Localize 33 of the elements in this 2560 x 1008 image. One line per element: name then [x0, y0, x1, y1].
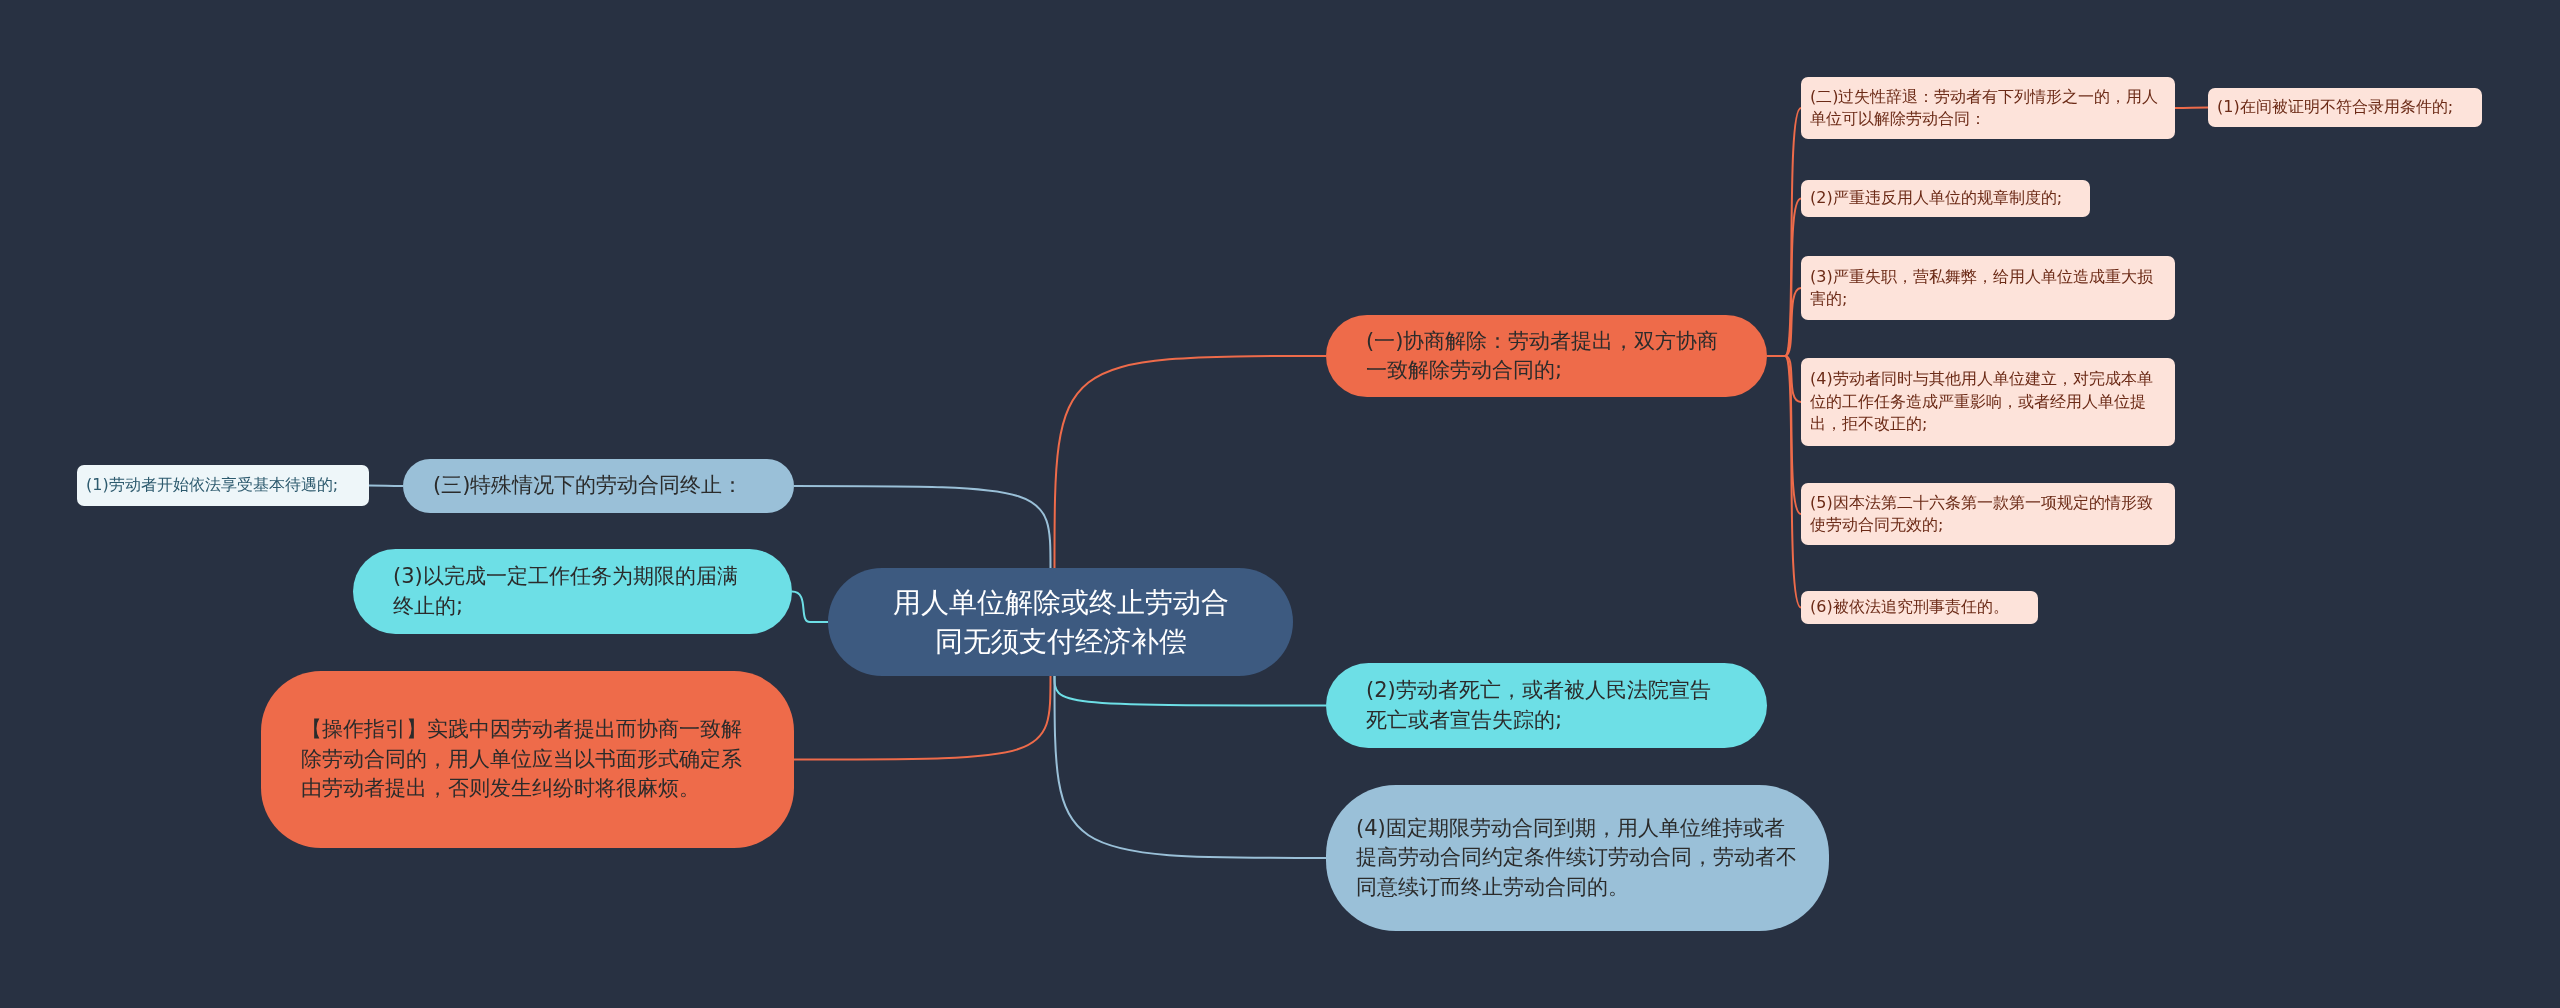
subtopic-box — [1801, 180, 2090, 217]
topic-text: (3)以完成一定工作任务为期限的届满终止的; — [393, 563, 739, 620]
subtopic-box — [2208, 88, 2482, 127]
topic-text: (6)被依法追究刑事责任的。 — [1810, 596, 2009, 619]
connector-line — [368, 484, 404, 487]
topic-text: (2)严重违反用人单位的规章制度的; — [1810, 187, 2063, 210]
subtopic-box — [1801, 591, 2038, 624]
topic-text: (一)协商解除：劳动者提出，双方协商一致解除劳动合同的; — [1366, 327, 1720, 384]
subtopic-box — [1801, 358, 2175, 446]
topic-text: (1)在间被证明不符合录用条件的; — [2217, 96, 2454, 119]
subtopic-box — [77, 465, 369, 506]
topic-text: (3)严重失职，营私舞弊，给用人单位造成重大损害的; — [1810, 265, 2154, 310]
topic-text: (2)劳动者死亡，或者被人民法院宣告死亡或者宣告失踪的; — [1366, 677, 1712, 734]
connector-line — [791, 590, 829, 623]
topic-text: 【操作指引】实践中因劳动者提出而协商一致解除劳动合同的，用人单位应当以书面形式确定系由劳动者提出，否则发生纠纷时将很麻烦。 — [301, 716, 743, 803]
connector-line — [2174, 106, 2209, 109]
subtopic-box — [1801, 77, 2175, 139]
connector-line — [793, 485, 1052, 569]
topic-text: (4)固定期限劳动合同到期，用人单位维持或者提高劳动合同约定条件续订劳动合同，劳动者不同意续订而终止劳动合同的。 — [1356, 814, 1798, 901]
topic-text: 用人单位解除或终止劳动合同无须支付经济补偿 — [891, 584, 1230, 660]
connector-line — [793, 675, 1052, 761]
topic-text: (1)劳动者开始依法享受基本待遇的; — [86, 474, 339, 497]
subtopic-box — [1801, 483, 2175, 545]
topic-pill — [261, 671, 794, 848]
topic-text: (三)特殊情况下的劳动合同终止： — [433, 472, 744, 500]
topic-text: (5)因本法第二十六条第一款第一项规定的情形致使劳动合同无效的; — [1810, 491, 2154, 536]
connector-line — [1766, 355, 1802, 609]
topic-text: (二)过失性辞退：劳动者有下列情形之一的，用人单位可以解除劳动合同： — [1810, 85, 2160, 130]
subtopic-box — [1801, 256, 2175, 320]
connector-line — [1053, 355, 1327, 569]
topic-text: (4)劳动者同时与其他用人单位建立，对完成本单位的工作任务造成严重影响，或者经用人单位提出，拒不改正的; — [1810, 368, 2154, 436]
connector-line — [1053, 675, 1327, 859]
topic-pill — [403, 459, 794, 513]
